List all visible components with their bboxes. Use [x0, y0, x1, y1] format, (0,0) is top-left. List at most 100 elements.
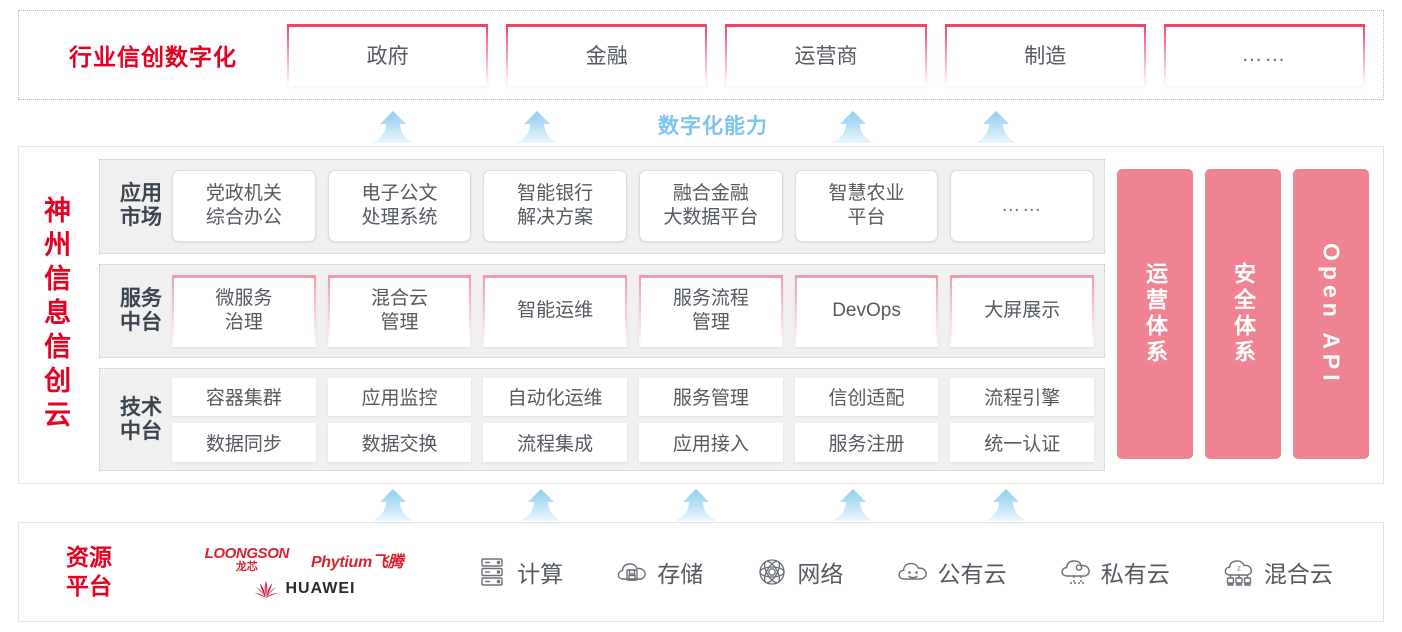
resource-item-hybrid-cloud[interactable]: z 混合云 [1222, 555, 1333, 589]
pillar-list: 运营体系 安全体系 Open API [1117, 159, 1369, 471]
resource-item-label: 计算 [517, 561, 564, 587]
tech-card-service-mgmt[interactable]: 服务管理 [639, 377, 783, 417]
resource-platform-title: 资源 平台 [66, 544, 112, 599]
tech-card-service-registry[interactable]: 服务注册 [794, 423, 939, 462]
svc-card-devops[interactable]: DevOps [794, 275, 939, 348]
app-card-edoc-system[interactable]: 电子公文处理系统 [327, 170, 472, 243]
tech-card-process-integration[interactable]: 流程集成 [483, 423, 628, 462]
card-edge [780, 275, 783, 348]
app-card-more[interactable]: …… [950, 170, 1095, 243]
tech-row-2: 数据同步 数据交换 流程集成 应用接入 服务注册 统一认证 [172, 423, 1095, 462]
resource-item-label: 私有云 [1100, 561, 1170, 587]
public-cloud-icon [896, 555, 930, 589]
tier-label-application-market: 应用 市场 [120, 182, 162, 230]
resource-item-list: 计算 存储 [449, 555, 1383, 589]
industry-card-label: 金融 [585, 45, 628, 68]
pillar-label: 安全体系 [1231, 262, 1256, 366]
resource-item-label: 存储 [657, 561, 704, 587]
tech-card-xinchuang-adaptation[interactable]: 信创适配 [794, 377, 939, 417]
card-edge [1363, 24, 1366, 86]
resource-item-private-cloud[interactable]: 私有云 [1059, 555, 1170, 589]
up-arrow-icon [370, 110, 416, 144]
resource-item-compute[interactable]: 计算 [475, 555, 563, 589]
resource-item-public-cloud[interactable]: 公有云 [896, 555, 1007, 589]
tech-card-data-exchange[interactable]: 数据交换 [327, 423, 472, 462]
loongson-logo: LOONGSON 龙芯 [204, 545, 290, 573]
pillar-label: Open API [1318, 242, 1345, 386]
card-edge [936, 275, 939, 348]
pillar-operations-system[interactable]: 运营体系 [1117, 169, 1193, 459]
cloud-platform-title: 神州信息信创云 [19, 147, 91, 483]
tier-technical-platform: 技术 中台 容器集群 应用监控 自动化运维 服务管理 信创适配 流程引擎 [99, 368, 1105, 471]
cloud-storage-icon [615, 555, 649, 589]
server-icon [475, 555, 509, 589]
card-edge [924, 24, 927, 86]
tier-application-market: 应用 市场 党政机关综合办公 电子公文处理系统 智能银行解决方案 [99, 159, 1105, 254]
pillar-label: 运营体系 [1143, 262, 1168, 366]
industry-card-manufacturing[interactable]: 制造 [944, 24, 1147, 86]
industry-band: 行业信创数字化 政府 金融 运营商 制造 …… [18, 10, 1384, 100]
svc-card-hybrid-cloud-mgmt[interactable]: 混合云管理 [327, 275, 472, 348]
industry-card-label: 制造 [1024, 45, 1067, 68]
tech-card-process-engine[interactable]: 流程引擎 [950, 377, 1095, 417]
hybrid-cloud-icon: z [1222, 555, 1256, 589]
tech-row-1: 容器集群 应用监控 自动化运维 服务管理 信创适配 流程引擎 [172, 377, 1095, 417]
industry-card-finance[interactable]: 金融 [506, 24, 708, 86]
tech-card-app-access[interactable]: 应用接入 [639, 423, 783, 462]
industry-card-more[interactable]: …… [1163, 24, 1366, 86]
tier-items-application-market: 党政机关综合办公 电子公文处理系统 智能银行解决方案 融合金融大数据平台 智慧农 [172, 170, 1095, 243]
resource-item-storage[interactable]: 存储 [615, 555, 703, 589]
up-arrow-icon [983, 488, 1029, 522]
digital-capability-label: 数字化能力 [658, 115, 768, 138]
huawei-wordmark: HUAWEI [285, 580, 356, 597]
svc-card-big-screen-display[interactable]: 大屏展示 [950, 275, 1095, 348]
cloud-platform-body: 应用 市场 党政机关综合办公 电子公文处理系统 智能银行解决方案 [91, 147, 1383, 483]
app-card-smart-bank[interactable]: 智能银行解决方案 [483, 170, 628, 243]
card-edge [1143, 24, 1146, 86]
up-arrow-icon [514, 110, 560, 144]
app-card-government-office[interactable]: 党政机关综合办公 [172, 170, 316, 243]
tier-items-service-platform: 微服务治理 混合云管理 智能运维 服务流程管理 [172, 275, 1095, 348]
card-edge [625, 275, 628, 348]
up-arrow-icon [973, 110, 1019, 144]
resource-item-network[interactable]: 网络 [755, 555, 843, 589]
industry-card-telecom[interactable]: 运营商 [725, 24, 927, 86]
vendor-logo-row-2: HUAWEI [253, 580, 356, 598]
cloud-platform-block: 神州信息信创云 应用 市场 党政机关综合办公 电子公文处理系统 [18, 146, 1384, 484]
svc-card-intelligent-ops[interactable]: 智能运维 [483, 275, 628, 348]
phytium-logo: Phytium飞腾 [310, 553, 404, 571]
tech-card-unified-auth[interactable]: 统一认证 [950, 423, 1095, 462]
pillar-security-system[interactable]: 安全体系 [1205, 169, 1281, 459]
huawei-logo: HUAWEI [253, 580, 356, 598]
up-arrow-icon [370, 488, 416, 522]
app-card-smart-agriculture[interactable]: 智慧农业平台 [794, 170, 939, 243]
up-arrow-icon [673, 488, 719, 522]
industry-card-label: 政府 [366, 45, 409, 68]
pillar-open-api[interactable]: Open API [1293, 169, 1369, 459]
up-arrow-icon [830, 110, 876, 144]
tech-card-container-cluster[interactable]: 容器集群 [172, 377, 316, 417]
app-card-finance-bigdata[interactable]: 融合金融大数据平台 [639, 170, 783, 243]
huawei-flower-icon [253, 580, 279, 598]
svg-text:z: z [1237, 565, 1241, 573]
up-arrow-icon [830, 488, 876, 522]
card-edge [469, 275, 472, 348]
tier-label-service-platform: 服务 中台 [120, 286, 162, 335]
resource-item-label: 网络 [797, 561, 844, 587]
vendor-logo-row-1: LOONGSON 龙芯 Phytium飞腾 [205, 546, 404, 573]
resource-platform-band: 资源 平台 LOONGSON 龙芯 Phytium飞腾 [18, 522, 1384, 622]
capability-arrow-strip: 数字化能力 [18, 106, 1384, 144]
industry-card-label: …… [1241, 43, 1288, 66]
vendor-logo-list: LOONGSON 龙芯 Phytium飞腾 HUAWEI [159, 546, 449, 598]
industry-card-government[interactable]: 政府 [287, 24, 489, 86]
tech-card-automated-ops[interactable]: 自动化运维 [483, 377, 628, 417]
svc-card-service-process-mgmt[interactable]: 服务流程管理 [639, 275, 783, 348]
card-edge [486, 24, 489, 86]
up-arrow-icon [518, 488, 564, 522]
tier-label-technical-platform: 技术 中台 [120, 395, 162, 443]
resource-item-label: 公有云 [937, 561, 1007, 587]
svc-card-microservice-governance[interactable]: 微服务治理 [172, 275, 316, 348]
tech-card-data-sync[interactable]: 数据同步 [172, 423, 316, 462]
tech-card-app-monitoring[interactable]: 应用监控 [327, 377, 472, 417]
